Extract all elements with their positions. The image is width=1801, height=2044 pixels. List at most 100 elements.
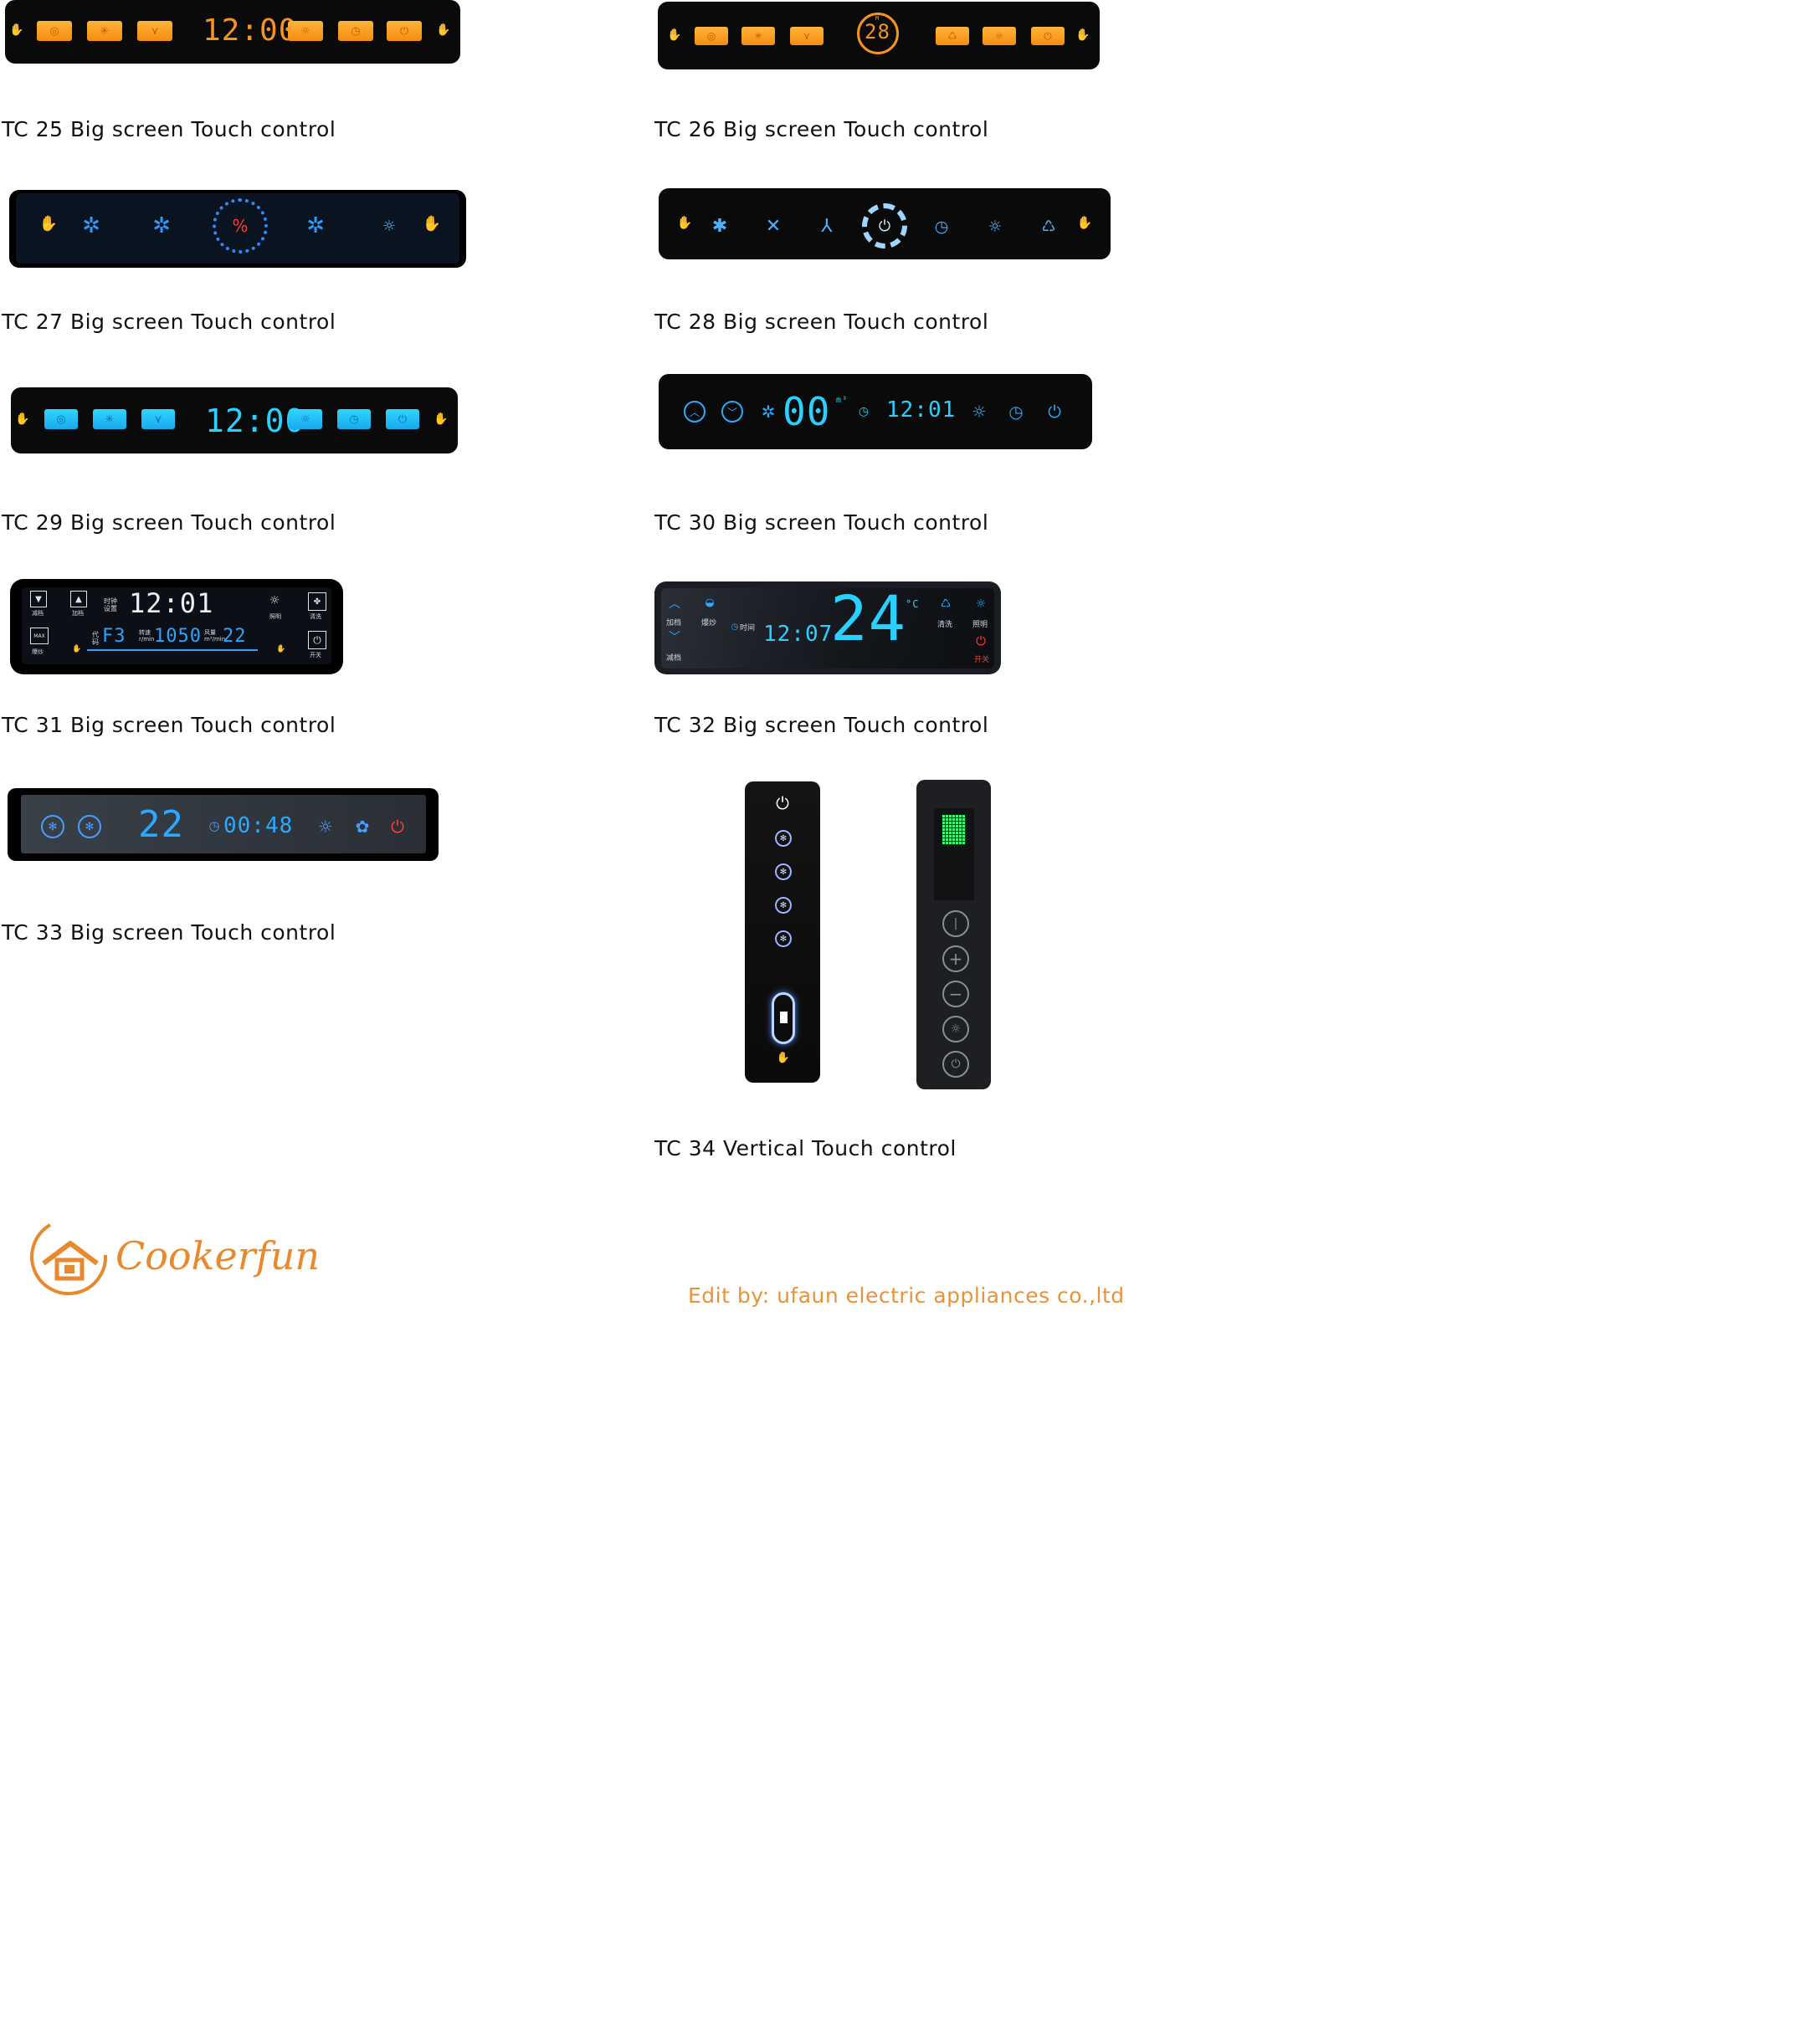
house-logo-icon xyxy=(30,1223,108,1296)
tc31-panel: ▼ 减档 ▲ 加档 时钟设置 12:01 ☼ 照明 ✤ 清洗 MAX 爆炒 ✋ … xyxy=(10,579,343,674)
light-icon[interactable]: ☼ xyxy=(318,817,333,837)
fan-2-icon[interactable]: ✻ xyxy=(775,863,792,880)
light-button[interactable]: ☼ xyxy=(269,594,280,607)
tc29-button-power[interactable]: ⏻ xyxy=(386,409,419,429)
tc26-button-2[interactable]: ✳ xyxy=(741,27,775,45)
power-icon[interactable]: ⏻ xyxy=(1048,402,1061,422)
clean-button[interactable]: ✤ xyxy=(308,592,326,611)
fan-3-icon[interactable]: ✻ xyxy=(775,897,792,914)
light-button[interactable]: ☼ xyxy=(942,1016,969,1042)
tc31-light-label: 照明 xyxy=(269,613,281,620)
fan-4-icon[interactable]: ✻ xyxy=(775,930,792,947)
clean-icon[interactable]: ♺ xyxy=(940,597,952,611)
tc31-speed-display: 1050 xyxy=(154,626,202,647)
chevron-up-icon[interactable]: ︿ xyxy=(684,401,706,423)
fan-high-icon[interactable]: ⅄ xyxy=(821,215,833,237)
chevron-down-icon[interactable]: ﹀ xyxy=(669,631,680,644)
fan-1-icon[interactable]: ✻ xyxy=(775,830,792,847)
tc25-button-timer[interactable]: ◷ xyxy=(338,21,373,41)
chevron-down-icon[interactable]: ﹀ xyxy=(721,401,743,423)
hand-icon[interactable]: ✋ xyxy=(1076,215,1093,230)
fan-high-icon[interactable]: ✻ xyxy=(78,815,101,838)
fan-high-icon: ⋎ xyxy=(154,412,162,426)
power-icon: ⏻ xyxy=(1044,29,1052,42)
fan-high-icon: ⋎ xyxy=(803,30,811,42)
wok-icon[interactable]: ◒ xyxy=(705,596,715,609)
tc26-button-1[interactable]: ◎ xyxy=(695,27,728,45)
tc25-button-3[interactable]: ⋎ xyxy=(137,21,172,41)
tc33-time-display: 00:48 xyxy=(223,813,294,838)
tc25-button-1[interactable]: ◎ xyxy=(37,21,72,41)
slider-handle[interactable] xyxy=(772,992,795,1044)
tc29-time-display: 12:00 xyxy=(205,402,305,439)
tc27-panel: ✋ ✲ ✲ % ✲ ☼ ✋ xyxy=(9,190,466,268)
fan-low-icon: ✳ xyxy=(753,30,763,42)
tc29-button-2[interactable]: ✳ xyxy=(93,409,126,429)
chevron-up-icon[interactable]: ︿ xyxy=(669,597,680,611)
tc29-caption: TC 29 Big screen Touch control xyxy=(2,510,336,535)
tc33-panel: ✻ ✻ 22 ◷ 00:48 ☼ ✿ ⏻ xyxy=(8,788,439,861)
tc32-unit: °C xyxy=(906,598,920,610)
power-icon: ⏻ xyxy=(399,24,409,38)
power-button[interactable]: ⏻ xyxy=(308,631,326,649)
tc29-panel: ✋ ◎ ✳ ⋎ 12:00 ☼ ◷ ⏻ ✋ xyxy=(11,387,458,453)
hand-icon[interactable]: ✋ xyxy=(676,215,693,230)
fan-button[interactable]: | xyxy=(942,910,969,937)
up-button[interactable]: ▲ xyxy=(70,591,87,607)
tc25-button-light[interactable]: ☼ xyxy=(288,21,323,41)
light-icon[interactable]: ☼ xyxy=(975,597,987,611)
tc34-panel-left: ⏻ ✻ ✻ ✻ ✻ ✋ xyxy=(745,781,820,1083)
tc30-panel: ︿ ﹀ ✲ 00 m³ ◷ 12:01 ☼ ◷ ⏻ xyxy=(659,374,1092,449)
light-clean-icon[interactable]: ☼ xyxy=(382,217,397,235)
tc26-button-light[interactable]: ☼ xyxy=(983,27,1016,45)
tc29-button-light[interactable]: ☼ xyxy=(289,409,322,429)
down-button[interactable]: ▼ xyxy=(30,591,47,607)
tc25-button-power[interactable]: ⏻ xyxy=(387,21,422,41)
power-icon[interactable]: ⏻ xyxy=(776,793,789,813)
fan-icon[interactable]: ✲ xyxy=(306,213,325,238)
tc31-code-display: F3 xyxy=(102,626,126,647)
hand-icon[interactable]: ✋ xyxy=(38,214,59,233)
tc27-ring-display[interactable]: % xyxy=(213,198,268,254)
tc26-button-power[interactable]: ⏻ xyxy=(1031,27,1065,45)
hand-icon: ✋ xyxy=(15,412,30,426)
clock-icon[interactable]: ◷ xyxy=(1008,402,1024,422)
tc29-button-timer[interactable]: ◷ xyxy=(337,409,371,429)
brand-logo xyxy=(25,1215,109,1299)
clock-icon: ◷ xyxy=(349,412,359,426)
fan-mid-icon[interactable]: ✕ xyxy=(765,215,782,237)
max-button[interactable]: MAX xyxy=(30,628,49,644)
tc30-value-display: 00 xyxy=(782,389,831,434)
tc31-clean-label: 清洗 xyxy=(310,613,321,620)
light-icon[interactable]: ☼ xyxy=(988,218,1003,236)
fan-high-icon: ⋎ xyxy=(151,24,159,38)
tc26-button-clean[interactable]: ♺ xyxy=(936,27,969,45)
clock-icon[interactable]: ◷ xyxy=(934,218,949,236)
power-button[interactable]: ⏻ xyxy=(942,1051,969,1078)
clean-icon[interactable]: ✿ xyxy=(355,817,370,837)
tc29-button-1[interactable]: ◎ xyxy=(44,409,78,429)
fan-icon[interactable]: ✲ xyxy=(82,213,100,238)
power-icon[interactable]: ⏻ xyxy=(391,817,404,837)
tc28-power-ring[interactable]: ⏻ xyxy=(862,203,907,248)
recycle-icon[interactable]: ♺ xyxy=(1041,218,1056,236)
hand-icon: ✋ xyxy=(436,23,451,37)
tc31-wind-label: 风量m³/min xyxy=(204,629,226,643)
hand-icon[interactable]: ✋ xyxy=(422,214,442,233)
tc30-unit: m³ xyxy=(836,396,849,405)
power-icon[interactable]: ⏻ xyxy=(976,633,986,648)
light-icon[interactable]: ☼ xyxy=(972,402,987,422)
fan-icon[interactable]: ✲ xyxy=(761,402,776,422)
tc32-light-label: 照明 xyxy=(972,621,988,629)
fan-low-icon[interactable]: ✱ xyxy=(711,215,728,237)
tc31-level-bar xyxy=(87,649,258,651)
tc25-button-2[interactable]: ✳ xyxy=(87,21,122,41)
tc26-button-3[interactable]: ⋎ xyxy=(790,27,824,45)
minus-button[interactable]: − xyxy=(942,981,969,1007)
fan-low-icon[interactable]: ✻ xyxy=(41,815,64,838)
plus-button[interactable]: + xyxy=(942,945,969,972)
fan-icon[interactable]: ✲ xyxy=(152,213,171,238)
brand-name: Cookerfun xyxy=(115,1233,320,1278)
tc29-button-3[interactable]: ⋎ xyxy=(141,409,175,429)
hand-icon: ✋ xyxy=(1075,28,1090,42)
